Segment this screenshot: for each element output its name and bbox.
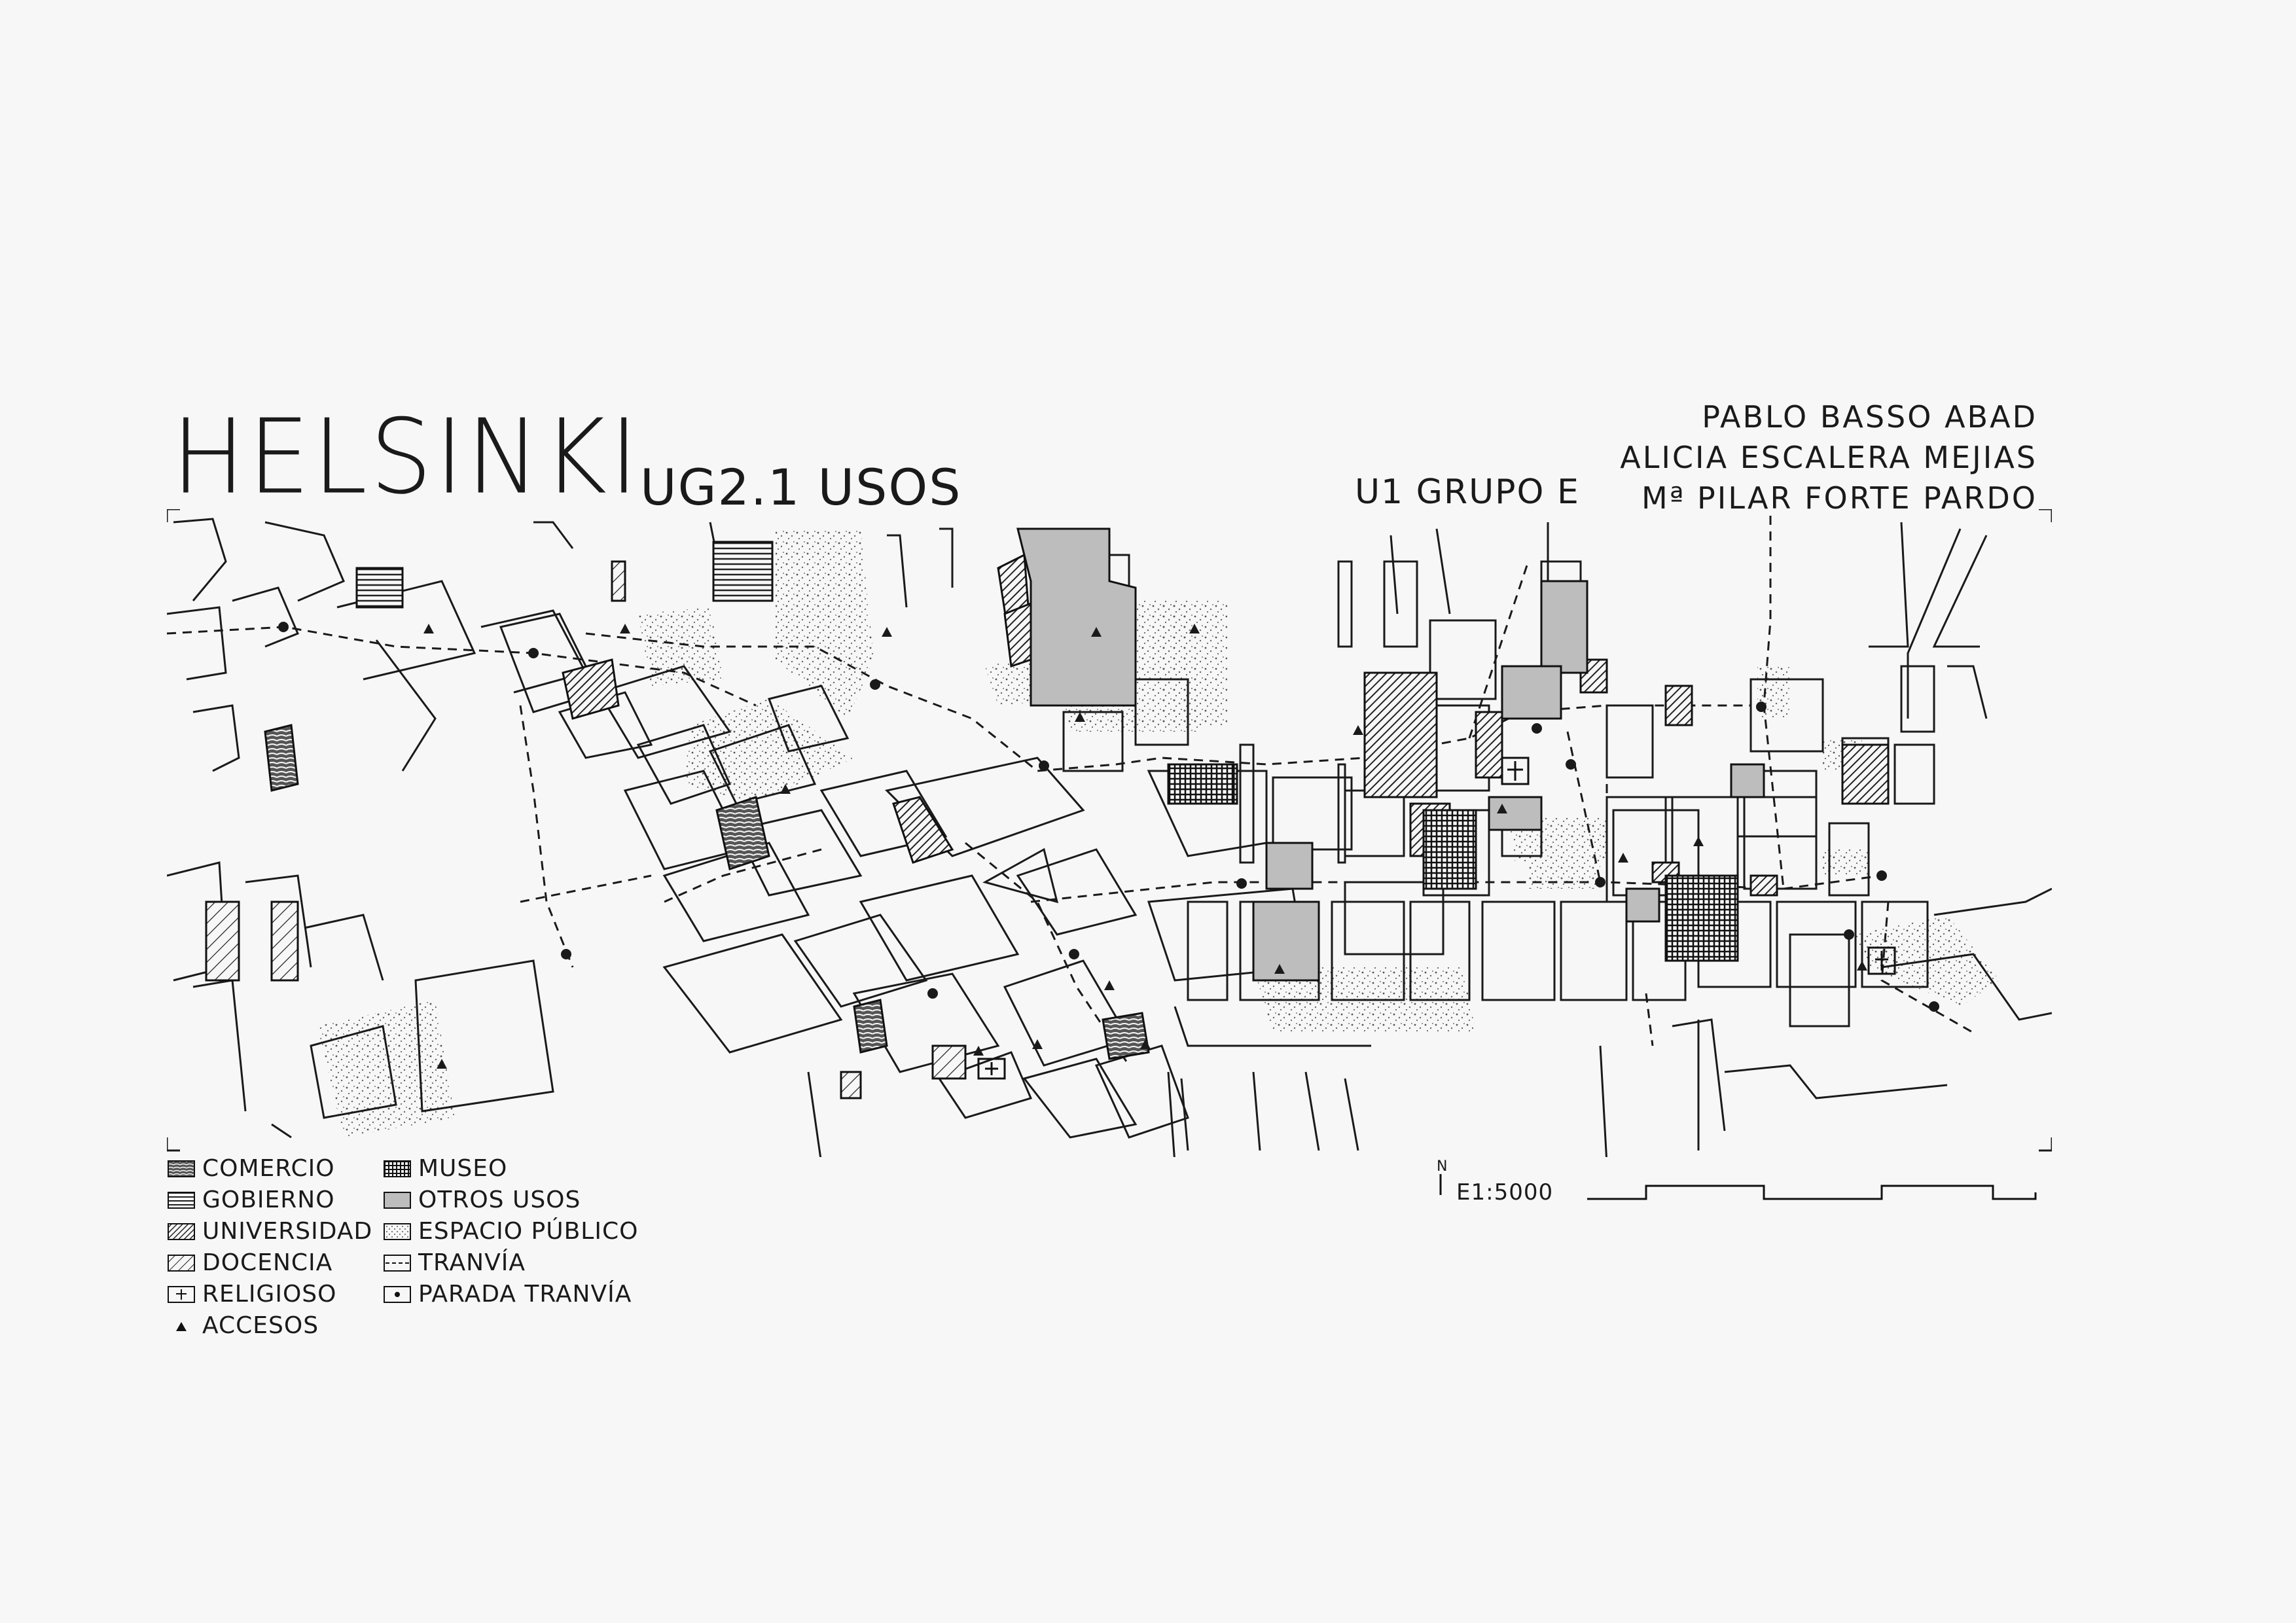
legend-label: UNIVERSIDAD (202, 1218, 373, 1245)
buildings-otros-usos (1016, 527, 1765, 982)
acceso-triangle-icon (176, 1321, 187, 1331)
map-subtitle: UG2.1 USOS (640, 458, 962, 516)
buildings-docencia (205, 560, 967, 1099)
legend-otros-usos: OTROS USOS (383, 1186, 581, 1213)
scale-graphic (1439, 1174, 2037, 1200)
religioso-swatch (168, 1285, 195, 1303)
legend-museo: MUSEO (383, 1155, 507, 1182)
buildings-museo (1167, 763, 1739, 962)
universidad-swatch (168, 1222, 195, 1240)
registration-marks (167, 509, 2052, 1152)
authors-block: PABLO BASSO ABAD ALICIA ESCALERA MEJIAS … (1448, 397, 2037, 518)
legend-label: DOCENCIA (202, 1249, 333, 1276)
legend-accesos: ACCESOS (167, 1312, 319, 1339)
legend-espacio-publico: ESPACIO PÚBLICO (383, 1218, 638, 1245)
scale-label: E1:5000 (1456, 1179, 1554, 1205)
north-label: N (1437, 1158, 1448, 1175)
tranvia-swatch (384, 1254, 411, 1272)
city-map (167, 509, 2052, 1157)
legend-label: COMERCIO (202, 1155, 335, 1182)
access-markers (423, 624, 1867, 1069)
legend-label: PARADA TRANVÍA (418, 1281, 632, 1308)
legend-label: MUSEO (418, 1155, 508, 1182)
legend-label: TRANVÍA (418, 1249, 526, 1276)
legend-docencia: DOCENCIA (167, 1249, 332, 1276)
legend-parada-tranvia: PARADA TRANVÍA (383, 1281, 632, 1308)
legend-universidad: UNIVERSIDAD (167, 1218, 372, 1245)
author-name: ALICIA ESCALERA MEJIAS (1620, 440, 2037, 475)
legend-label: RELIGIOSO (202, 1281, 337, 1308)
legend-label: ACCESOS (202, 1312, 319, 1339)
gobierno-swatch (168, 1191, 195, 1209)
legend-religioso: RELIGIOSO (167, 1281, 336, 1308)
scale-bar: N E1:5000 (1437, 1158, 2039, 1217)
legend-label: GOBIERNO (202, 1186, 335, 1213)
public-space-areas (317, 529, 2000, 1137)
legend-gobierno: GOBIERNO (167, 1186, 335, 1213)
otros-usos-swatch (384, 1191, 411, 1209)
author-name: Mª PILAR FORTE PARDO (1641, 480, 2037, 516)
legend-label: OTROS USOS (418, 1186, 581, 1213)
buildings-universidad (562, 553, 1890, 897)
group-label: U1 GRUPO E (1355, 473, 1580, 512)
author-name: PABLO BASSO ABAD (1702, 399, 2037, 435)
tram-stops (278, 622, 1939, 1012)
buildings-religioso (977, 757, 1896, 1080)
museo-swatch (384, 1160, 411, 1177)
comercio-swatch (168, 1160, 195, 1177)
docencia-swatch (168, 1254, 195, 1272)
legend-label: ESPACIO PÚBLICO (418, 1218, 639, 1245)
espacio-publico-swatch (384, 1222, 411, 1240)
parada-tranvia-swatch (384, 1285, 411, 1303)
legend-tranvia: TRANVÍA (383, 1249, 526, 1276)
legend-comercio: COMERCIO (167, 1155, 335, 1182)
legend: COMERCIO GOBIERNO UNIVERSIDAD DOCENCIA R… (167, 1155, 664, 1351)
map-title: HELSINKI (171, 397, 641, 518)
